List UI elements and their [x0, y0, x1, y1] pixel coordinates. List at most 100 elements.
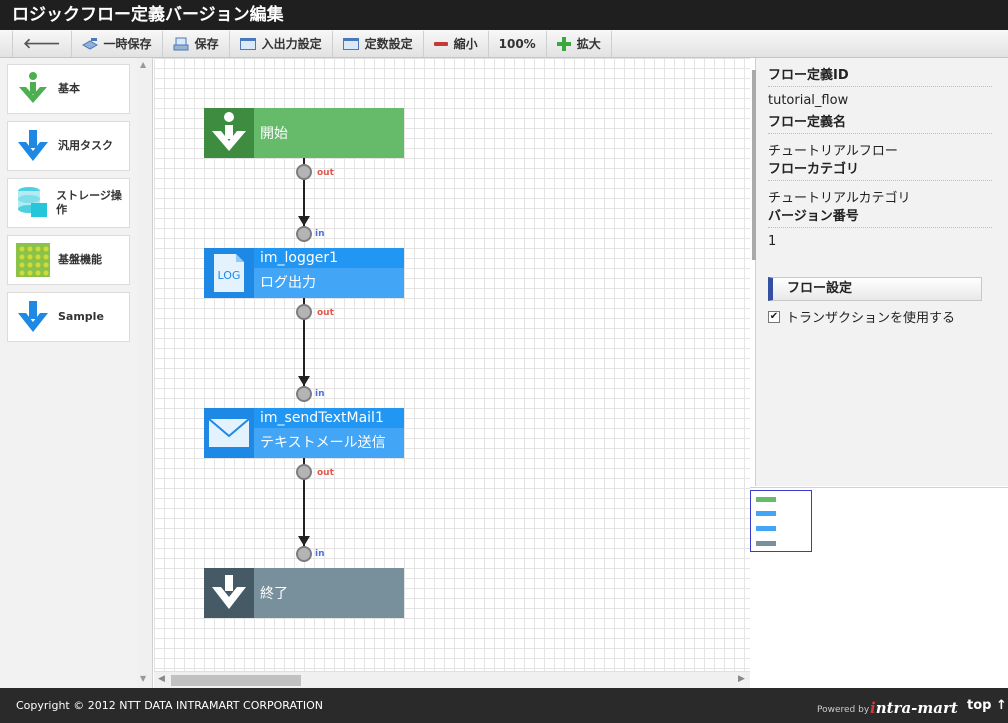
flow-connector[interactable] [303, 458, 305, 548]
transaction-option: ✔ トランザクションを使用する [768, 307, 955, 326]
footer: Copyright © 2012 NTT DATA INTRAMART CORP… [0, 688, 1008, 723]
category-value: チュートリアルカテゴリ [768, 191, 911, 206]
window-icon [342, 37, 359, 50]
start-node-label: 開始 [260, 126, 288, 142]
minimap-node [756, 541, 776, 546]
version-label: バージョン番号 [768, 208, 992, 228]
minus-icon [433, 41, 448, 46]
start-node-icon [204, 108, 254, 158]
temp-save-icon [81, 37, 98, 50]
flow-name-label: フロー定義名 [768, 114, 992, 134]
canvas-horizontal-scrollbar[interactable]: ◀ ▶ [154, 671, 750, 688]
palette-item-label: 基本 [58, 82, 80, 95]
in-port[interactable] [296, 386, 312, 402]
in-port[interactable] [296, 546, 312, 562]
in-port-label: in [315, 229, 325, 239]
down-arrow-icon [14, 126, 52, 166]
top-link[interactable]: top ↑ [967, 698, 1007, 713]
scroll-down-icon[interactable]: ▼ [140, 674, 147, 683]
down-arrow-icon [14, 297, 52, 337]
out-port-label: out [317, 168, 334, 178]
back-button[interactable]: 🡐 [12, 30, 71, 57]
save-icon [173, 37, 189, 50]
flow-connector[interactable] [303, 158, 305, 228]
envelope-icon [204, 408, 254, 458]
in-port[interactable] [296, 226, 312, 242]
copyright-text: Copyright © 2012 NTT DATA INTRAMART CORP… [16, 699, 324, 712]
scroll-left-icon[interactable]: ◀ [158, 674, 165, 684]
palette-item-label: ストレージ操作 [56, 189, 122, 216]
flow-node-send-mail[interactable]: im_sendTextMail1 テキストメール送信 [204, 408, 404, 458]
grid-dots-icon [14, 240, 52, 280]
scrollbar-thumb[interactable] [171, 675, 301, 686]
io-settings-label: 入出力設定 [261, 37, 322, 51]
minimap-node [756, 511, 776, 516]
minimap-area [750, 487, 1008, 688]
toolbar: 🡐 一時保存 保存 入出力設定 定数設定 縮小 100% 拡大 [0, 30, 1008, 58]
arrowhead-icon [298, 216, 310, 226]
zoom-level: 100% [498, 36, 536, 51]
out-port[interactable] [296, 304, 312, 320]
flow-node-start[interactable]: 開始 [204, 108, 404, 158]
save-button[interactable]: 保存 [161, 30, 229, 57]
flow-canvas[interactable] [154, 58, 750, 688]
flow-node-end[interactable]: 終了 [204, 568, 404, 618]
logger-node-label: ログ出力 [260, 275, 316, 291]
out-port[interactable] [296, 164, 312, 180]
version-value: 1 [768, 234, 777, 249]
out-port-label: out [317, 308, 334, 318]
palette-item-label: 基盤機能 [58, 253, 102, 266]
const-settings-button[interactable]: 定数設定 [331, 30, 423, 57]
palette-item-storage[interactable]: ストレージ操作 [7, 178, 130, 228]
flow-id-value: tutorial_flow [768, 93, 849, 108]
minimap[interactable] [750, 490, 812, 552]
category-label: フローカテゴリ [768, 161, 992, 181]
io-settings-button[interactable]: 入出力設定 [228, 30, 332, 57]
in-port-label: in [315, 549, 325, 559]
intra-mart-logo: intra-mart [870, 699, 958, 717]
scroll-up-icon[interactable]: ▲ [140, 60, 147, 69]
element-palette: 基本 汎用タスク ストレージ操作 基盤機能 Sample [0, 58, 153, 688]
start-arrow-icon [14, 69, 52, 109]
const-settings-label: 定数設定 [364, 37, 413, 51]
properties-panel: フロー定義ID tutorial_flow フロー定義名 チュートリアルフロー … [755, 58, 1008, 486]
flow-connector[interactable] [303, 298, 305, 388]
flow-name-value: チュートリアルフロー [768, 144, 898, 159]
arrowhead-icon [298, 536, 310, 546]
zoom-level-button[interactable]: 100% [487, 30, 546, 57]
palette-item-label: 汎用タスク [58, 139, 113, 152]
window-title: ロジックフロー定義バージョン編集 [0, 0, 1008, 30]
zoom-in-button[interactable]: 拡大 [545, 30, 612, 57]
svg-text:LOG: LOG [218, 269, 241, 282]
palette-scrollbar[interactable]: ▲ ▼ [137, 58, 152, 688]
properties-scrollbar[interactable] [752, 70, 756, 260]
palette-item-generic-task[interactable]: 汎用タスク [7, 121, 130, 171]
arrow-left-icon: 🡐 [23, 36, 61, 52]
end-node-label: 終了 [260, 586, 288, 602]
save-label: 保存 [194, 37, 219, 51]
palette-item-basic[interactable]: 基本 [7, 64, 130, 114]
temp-save-button[interactable]: 一時保存 [70, 30, 162, 57]
plus-icon [556, 36, 571, 51]
flow-id-label: フロー定義ID [768, 67, 992, 87]
out-port[interactable] [296, 464, 312, 480]
zoom-in-label: 拡大 [576, 37, 601, 51]
mail-node-id: im_sendTextMail1 [254, 408, 404, 428]
window-icon [239, 37, 256, 50]
palette-item-platform[interactable]: 基盤機能 [7, 235, 130, 285]
out-port-label: out [317, 468, 334, 478]
log-file-icon: LOG [204, 248, 254, 298]
minimap-node [756, 497, 776, 502]
transaction-label: トランザクションを使用する [786, 311, 956, 326]
scroll-right-icon[interactable]: ▶ [738, 674, 745, 684]
zoom-out-label: 縮小 [453, 37, 478, 51]
palette-item-sample[interactable]: Sample [7, 292, 130, 342]
flow-node-logger[interactable]: LOG im_logger1 ログ出力 [204, 248, 404, 298]
flow-settings-button[interactable]: フロー設定 [768, 277, 982, 301]
transaction-checkbox[interactable]: ✔ [768, 310, 780, 323]
zoom-out-button[interactable]: 縮小 [422, 30, 488, 57]
palette-item-label: Sample [58, 310, 104, 323]
storage-icon [14, 183, 50, 223]
logger-node-id: im_logger1 [254, 248, 404, 268]
